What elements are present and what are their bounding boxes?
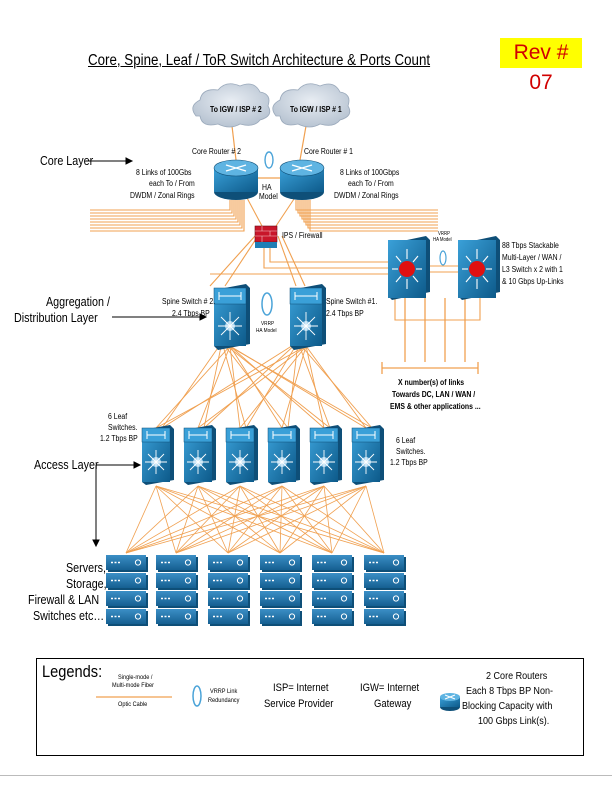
links-right-line2: each To / From: [348, 179, 394, 188]
legend-core-line3: Blocking Capacity with: [462, 700, 553, 712]
stackable-switch-right-icon: [458, 236, 500, 300]
servers-line1: Servers,: [66, 561, 107, 575]
stackable-vrrp-line1: VRRP: [438, 231, 450, 237]
spine-switch-2-line2: 2.4 Tbps BP: [172, 309, 210, 318]
core-router-2-label: Core Router # 2: [192, 147, 241, 156]
stackable-desc-line2: Multi-Layer / WAN /: [502, 253, 562, 262]
server-rack-icon: [260, 555, 302, 626]
legend-isp-line1: ISP= Internet: [273, 682, 329, 694]
core-router-1-label: Core Router # 1: [304, 147, 353, 156]
ips-firewall-label: IPS / Firewall: [282, 231, 323, 240]
leaf-right-line1: 6 Leaf: [396, 436, 416, 445]
stackable-desc-line1: 88 Tbps Stackable: [502, 241, 559, 250]
legend-vrrp-line2: Redundancy: [208, 697, 240, 704]
leaf-switch-icon: [267, 425, 300, 485]
servers-line4: Switches etc…: [33, 609, 105, 623]
core-router-2-icon: [213, 159, 259, 200]
page-footer-divider: [0, 775, 612, 776]
legend-core-line1: 2 Core Routers: [486, 670, 548, 682]
legend-isp-line2: Service Provider: [264, 698, 334, 710]
leaf-switch-icon: [309, 425, 342, 485]
leaf-server-mesh: [125, 485, 385, 554]
leaf-left-line1: 6 Leaf: [108, 412, 128, 421]
legend-vrrp-line1: VRRP Link: [210, 688, 238, 695]
isp-cloud-1-label: To IGW / ISP # 1: [290, 105, 342, 114]
core-router-1-icon: [279, 159, 325, 200]
stackable-vrrp-icon: [439, 250, 447, 266]
stackable-vrrp-line2: HA Model: [433, 237, 452, 243]
leaf-right-line3: 1.2 Tbps BP: [390, 458, 428, 467]
server-racks: [106, 555, 406, 626]
server-rack-icon: [156, 555, 198, 626]
revision-badge: Rev # 07: [500, 38, 582, 94]
isp-cloud-1: [272, 83, 351, 128]
legend-core-line2: Each 8 Tbps BP Non-: [466, 685, 554, 697]
isp-cloud-2-label: To IGW / ISP # 2: [210, 105, 262, 114]
x-links-bracket: [381, 298, 479, 374]
ha-link-icon: [258, 151, 280, 179]
legend-igw-line1: IGW= Internet: [360, 682, 420, 694]
leaf-left-line3: 1.2 Tbps BP: [100, 434, 138, 443]
links-right-line1: 8 Links of 100Gbps: [340, 168, 400, 177]
spine-vrrp-line2: HA Model: [256, 328, 277, 334]
server-rack-icon: [106, 555, 148, 626]
links-right-line3: DWDM / Zonal Rings: [334, 191, 399, 200]
spine-switch-2-line1: Spine Switch # 2.: [162, 297, 216, 306]
isp-cloud-2: [192, 83, 271, 128]
leaf-switch-icon: [183, 425, 216, 485]
leaf-switch-icon: [141, 425, 174, 485]
legend-fiber-line2: Multi-mode Fiber: [112, 682, 154, 689]
links-left-line3: DWDM / Zonal Rings: [130, 191, 195, 200]
spine-switch-1-line1: Spine Switch #1.: [326, 297, 378, 306]
links-left-line1: 8 Links of 100Gbs: [136, 168, 192, 177]
links-left-line2: each To / From: [149, 179, 195, 188]
servers-line2: Storage,: [66, 577, 107, 591]
legend-igw-line2: Gateway: [374, 698, 412, 710]
legend-core-line4: 100 Gbps Link(s).: [478, 715, 550, 727]
stackable-desc-line3: L3 Switch x 2 with 1: [502, 265, 563, 274]
spine-vrrp-icon: [261, 292, 273, 316]
layer-arrows: [86, 157, 208, 548]
spine-switch-2-icon: [213, 284, 250, 350]
leaf-switch-icon: [225, 425, 258, 485]
dwdm-links-right: [295, 200, 438, 232]
cloud-links: [231, 125, 307, 161]
x-links-line2: Towards DC, LAN / WAN /: [392, 390, 476, 399]
leaf-switches: [141, 425, 384, 485]
core-layer-label: Core Layer: [40, 154, 94, 168]
stackable-desc-line4: & 10 Gbps Up-Links: [502, 277, 564, 286]
dwdm-links-left: [90, 200, 245, 232]
spine-switch-1-icon: [289, 284, 326, 350]
core-links: [209, 195, 481, 321]
legend-vrrp-icon: [192, 685, 202, 707]
legend-fiber-line3: Optic Cable: [118, 701, 148, 708]
page-title: Core, Spine, Leaf / ToR Switch Architect…: [88, 52, 431, 69]
legend-box: [36, 658, 584, 756]
ha-model-line1: HA: [262, 183, 272, 192]
leaf-switch-icon: [351, 425, 384, 485]
servers-line3: Firewall & LAN: [28, 593, 100, 607]
legend-core-router-icon: [440, 693, 460, 711]
access-layer-label: Access Layer: [34, 458, 99, 472]
spine-vrrp-line1: VRRP: [261, 321, 275, 327]
spine-switch-1-line2: 2.4 Tbps BP: [326, 309, 364, 318]
stackable-switch-left-icon: [388, 236, 430, 300]
legend-heading: Legends:: [42, 662, 103, 681]
legend-fiber-line1: Single-mode /: [118, 674, 153, 681]
server-rack-icon: [364, 555, 406, 626]
x-links-line3: EMS & other applications ...: [390, 402, 481, 411]
x-links-line1: X number(s) of links: [398, 378, 465, 387]
aggregation-layer-line2: Distribution Layer: [14, 311, 98, 325]
server-rack-icon: [208, 555, 250, 626]
leaf-left-line2: Switches.: [108, 423, 138, 432]
aggregation-layer-line1: Aggregation /: [46, 295, 110, 309]
firewall-icon: [254, 225, 278, 248]
leaf-right-line2: Switches.: [396, 447, 426, 456]
spine-leaf-mesh: [155, 341, 373, 429]
ha-model-line2: Model: [259, 192, 278, 201]
server-rack-icon: [312, 555, 354, 626]
